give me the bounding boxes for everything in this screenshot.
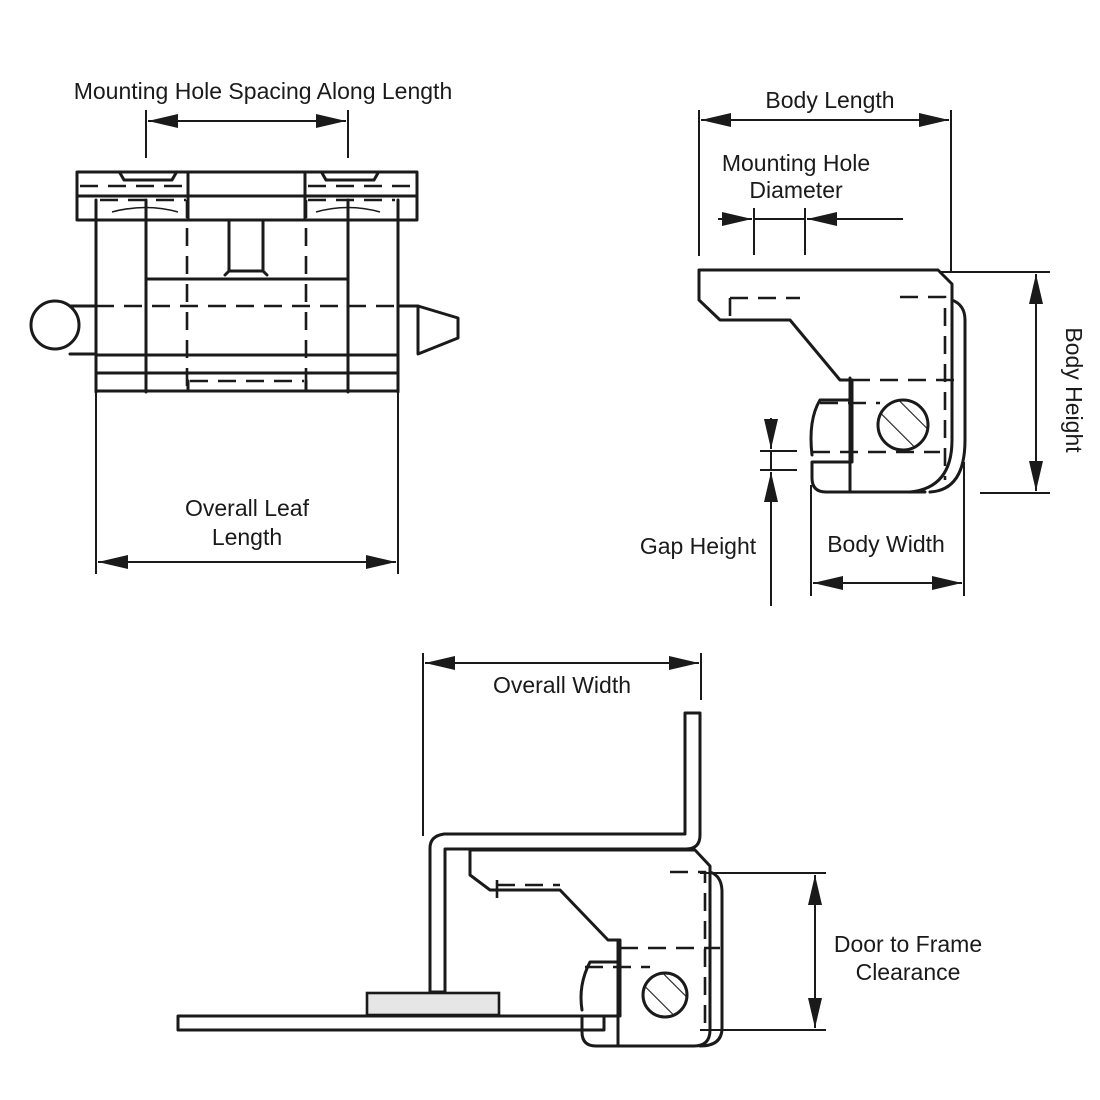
hinge-body-section [697,268,967,494]
installed-view: Overall Width D [176,653,982,1048]
overall-leaf-length-label-line1: Overall Leaf [185,495,310,521]
body-width-dimension [810,462,965,596]
mounting-hole-diameter-label-line2: Diameter [749,177,843,203]
hinge-leaf-plate [75,170,419,222]
door-frame-clearance-label-line2: Clearance [856,959,961,985]
hinge-body-outline [94,198,400,394]
mounting-hole-diameter-label-line1: Mounting Hole [722,150,870,176]
overall-leaf-length-label-line2: Length [212,524,282,550]
gap-height-dimension [760,418,797,606]
section-view: Body Length Mounting Hole Diameter [640,87,1087,606]
overall-width-dimension [422,653,702,836]
body-length-label: Body Length [765,87,894,113]
body-height-dimension [940,271,1050,494]
door-frame-clearance-dimension [700,872,826,1031]
body-height-label: Body Height [1061,327,1087,453]
door-panel [176,1014,606,1032]
top-view: Mounting Hole Spacing Along Length [29,78,460,574]
pin-head-icon [29,299,81,351]
overall-leaf-length-dimension [95,392,399,574]
gap-height-label: Gap Height [640,533,757,559]
installed-hinge-body [468,848,724,1048]
mounting-hole-diameter-dimension [718,208,903,255]
hinge-pin [29,299,460,356]
body-width-label: Body Width [827,531,945,557]
body-length-dimension [698,110,952,272]
door-frame-clearance-label-line1: Door to Frame [834,931,982,957]
overall-width-label: Overall Width [493,672,631,698]
spacer-pad [365,991,501,1017]
mounting-hole-spacing-label: Mounting Hole Spacing Along Length [74,78,453,104]
mounting-hole-spacing-dimension [145,110,349,158]
